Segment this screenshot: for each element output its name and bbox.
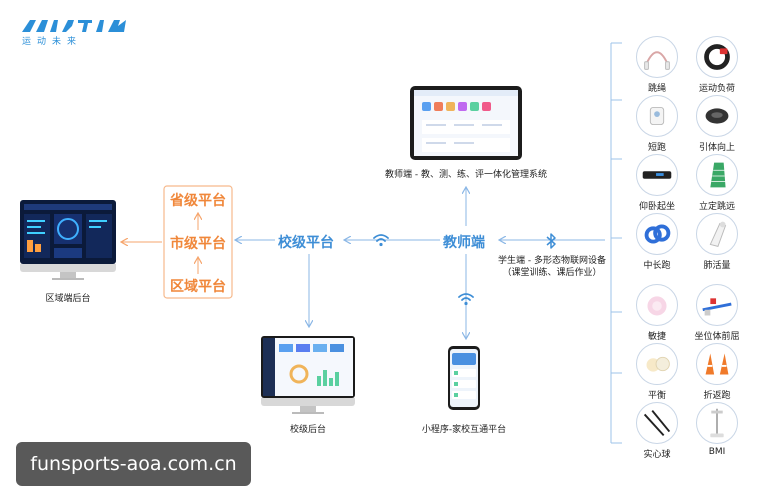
district-backend-caption: 区域端后台 — [45, 294, 91, 304]
wifi-icon — [373, 234, 389, 247]
spirometer-icon — [696, 213, 738, 255]
brand-logo — [22, 20, 126, 32]
pull-up-sensor-icon — [696, 95, 738, 137]
student-devices-subcaption: （课堂训练、课后作业） — [502, 268, 602, 278]
device-label: 实心球 — [643, 450, 671, 460]
device-label: 引体向上 — [698, 143, 735, 153]
student-devices-caption: 学生端 - 多形态物联网设备 — [498, 256, 606, 266]
device-label: 肺活量 — [703, 261, 731, 271]
throw-stick-icon — [636, 402, 678, 444]
jump-rope-icon — [636, 36, 678, 78]
wifi-icon — [458, 293, 474, 306]
device-label: 敏捷 — [647, 332, 666, 342]
site-watermark: funsports-aoa.com.cn — [16, 442, 251, 486]
sit-reach-icon — [696, 284, 738, 326]
device-label: 中长跑 — [643, 261, 671, 271]
device-label: 跳绳 — [647, 84, 666, 94]
device-label: BMI — [708, 447, 726, 457]
teacher-client-label: 教师端 — [443, 235, 485, 251]
school-backend-monitor — [261, 336, 355, 416]
long-jump-mat-icon — [696, 154, 738, 196]
balance-pad-icon — [636, 343, 678, 385]
agility-sensor-icon — [636, 284, 678, 326]
district-backend-monitor — [20, 200, 116, 280]
district-platform-label: 区域平台 — [170, 279, 226, 295]
mini-program-caption: 小程序-家校互通平台 — [421, 425, 507, 435]
height-scale-icon — [696, 402, 738, 444]
dashboard-screen — [24, 204, 112, 258]
sit-up-mat-icon — [636, 154, 678, 196]
teacher-system-caption: 教师端 - 教、测、练、评一体化管理系统 — [385, 170, 547, 180]
mini-program-phone — [448, 346, 480, 410]
brand-subtitle: 运动未来 — [22, 37, 83, 47]
mini-program-screen — [450, 349, 478, 407]
device-label: 短跑 — [647, 143, 666, 153]
city-platform-label: 市级平台 — [170, 236, 226, 252]
sprint-sensor-icon — [636, 95, 678, 137]
device-label: 运动负荷 — [698, 84, 735, 94]
teacher-tablet — [410, 86, 522, 160]
wristband-icon — [636, 213, 678, 255]
device-label: 平衡 — [647, 391, 666, 401]
province-platform-label: 省级平台 — [170, 193, 226, 209]
device-label: 立定跳远 — [698, 202, 735, 212]
device-label: 仰卧起坐 — [638, 202, 675, 212]
school-dashboard-screen — [263, 338, 353, 396]
device-label: 坐位体前屈 — [694, 332, 740, 342]
cone-icon — [696, 343, 738, 385]
school-backend-caption: 校级后台 — [289, 425, 326, 435]
heart-rate-band-icon — [696, 36, 738, 78]
school-platform-label: 校级平台 — [278, 235, 334, 251]
device-label: 折返跑 — [703, 391, 731, 401]
bluetooth-icon — [546, 233, 556, 249]
teacher-app-screen — [414, 90, 518, 156]
